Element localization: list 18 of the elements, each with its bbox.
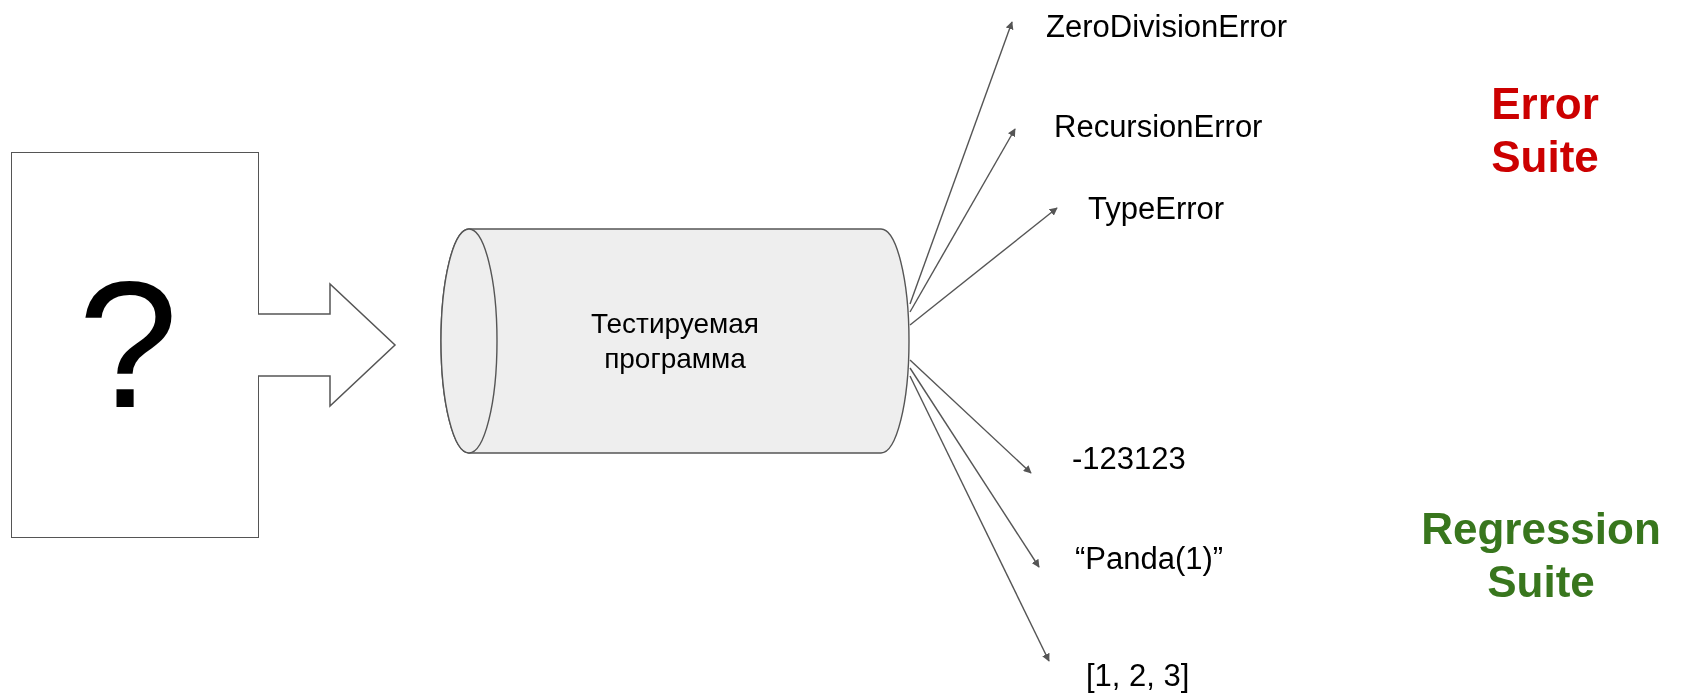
- process-box: [11, 152, 259, 538]
- question-mark: ?: [77, 255, 180, 435]
- suite-label: Regression Suite: [1420, 503, 1662, 608]
- output-value: TypeError: [1088, 191, 1225, 227]
- output-value: “Panda(1)”: [1075, 541, 1224, 577]
- arrow: [909, 21, 1014, 305]
- cylinder-label: Тестируемая программа: [589, 307, 761, 376]
- suite-label: Error Suite: [1490, 78, 1600, 183]
- arrow: [909, 375, 1050, 662]
- arrow: [909, 128, 1016, 313]
- output-value: -123123: [1072, 441, 1186, 477]
- arrow: [257, 282, 397, 408]
- output-value: ZeroDivisionError: [1046, 9, 1288, 45]
- arrow: [909, 367, 1040, 568]
- output-value: RecursionError: [1054, 109, 1263, 145]
- arrow: [909, 207, 1058, 326]
- arrow: [909, 359, 1032, 474]
- output-value: [1, 2, 3]: [1086, 658, 1190, 694]
